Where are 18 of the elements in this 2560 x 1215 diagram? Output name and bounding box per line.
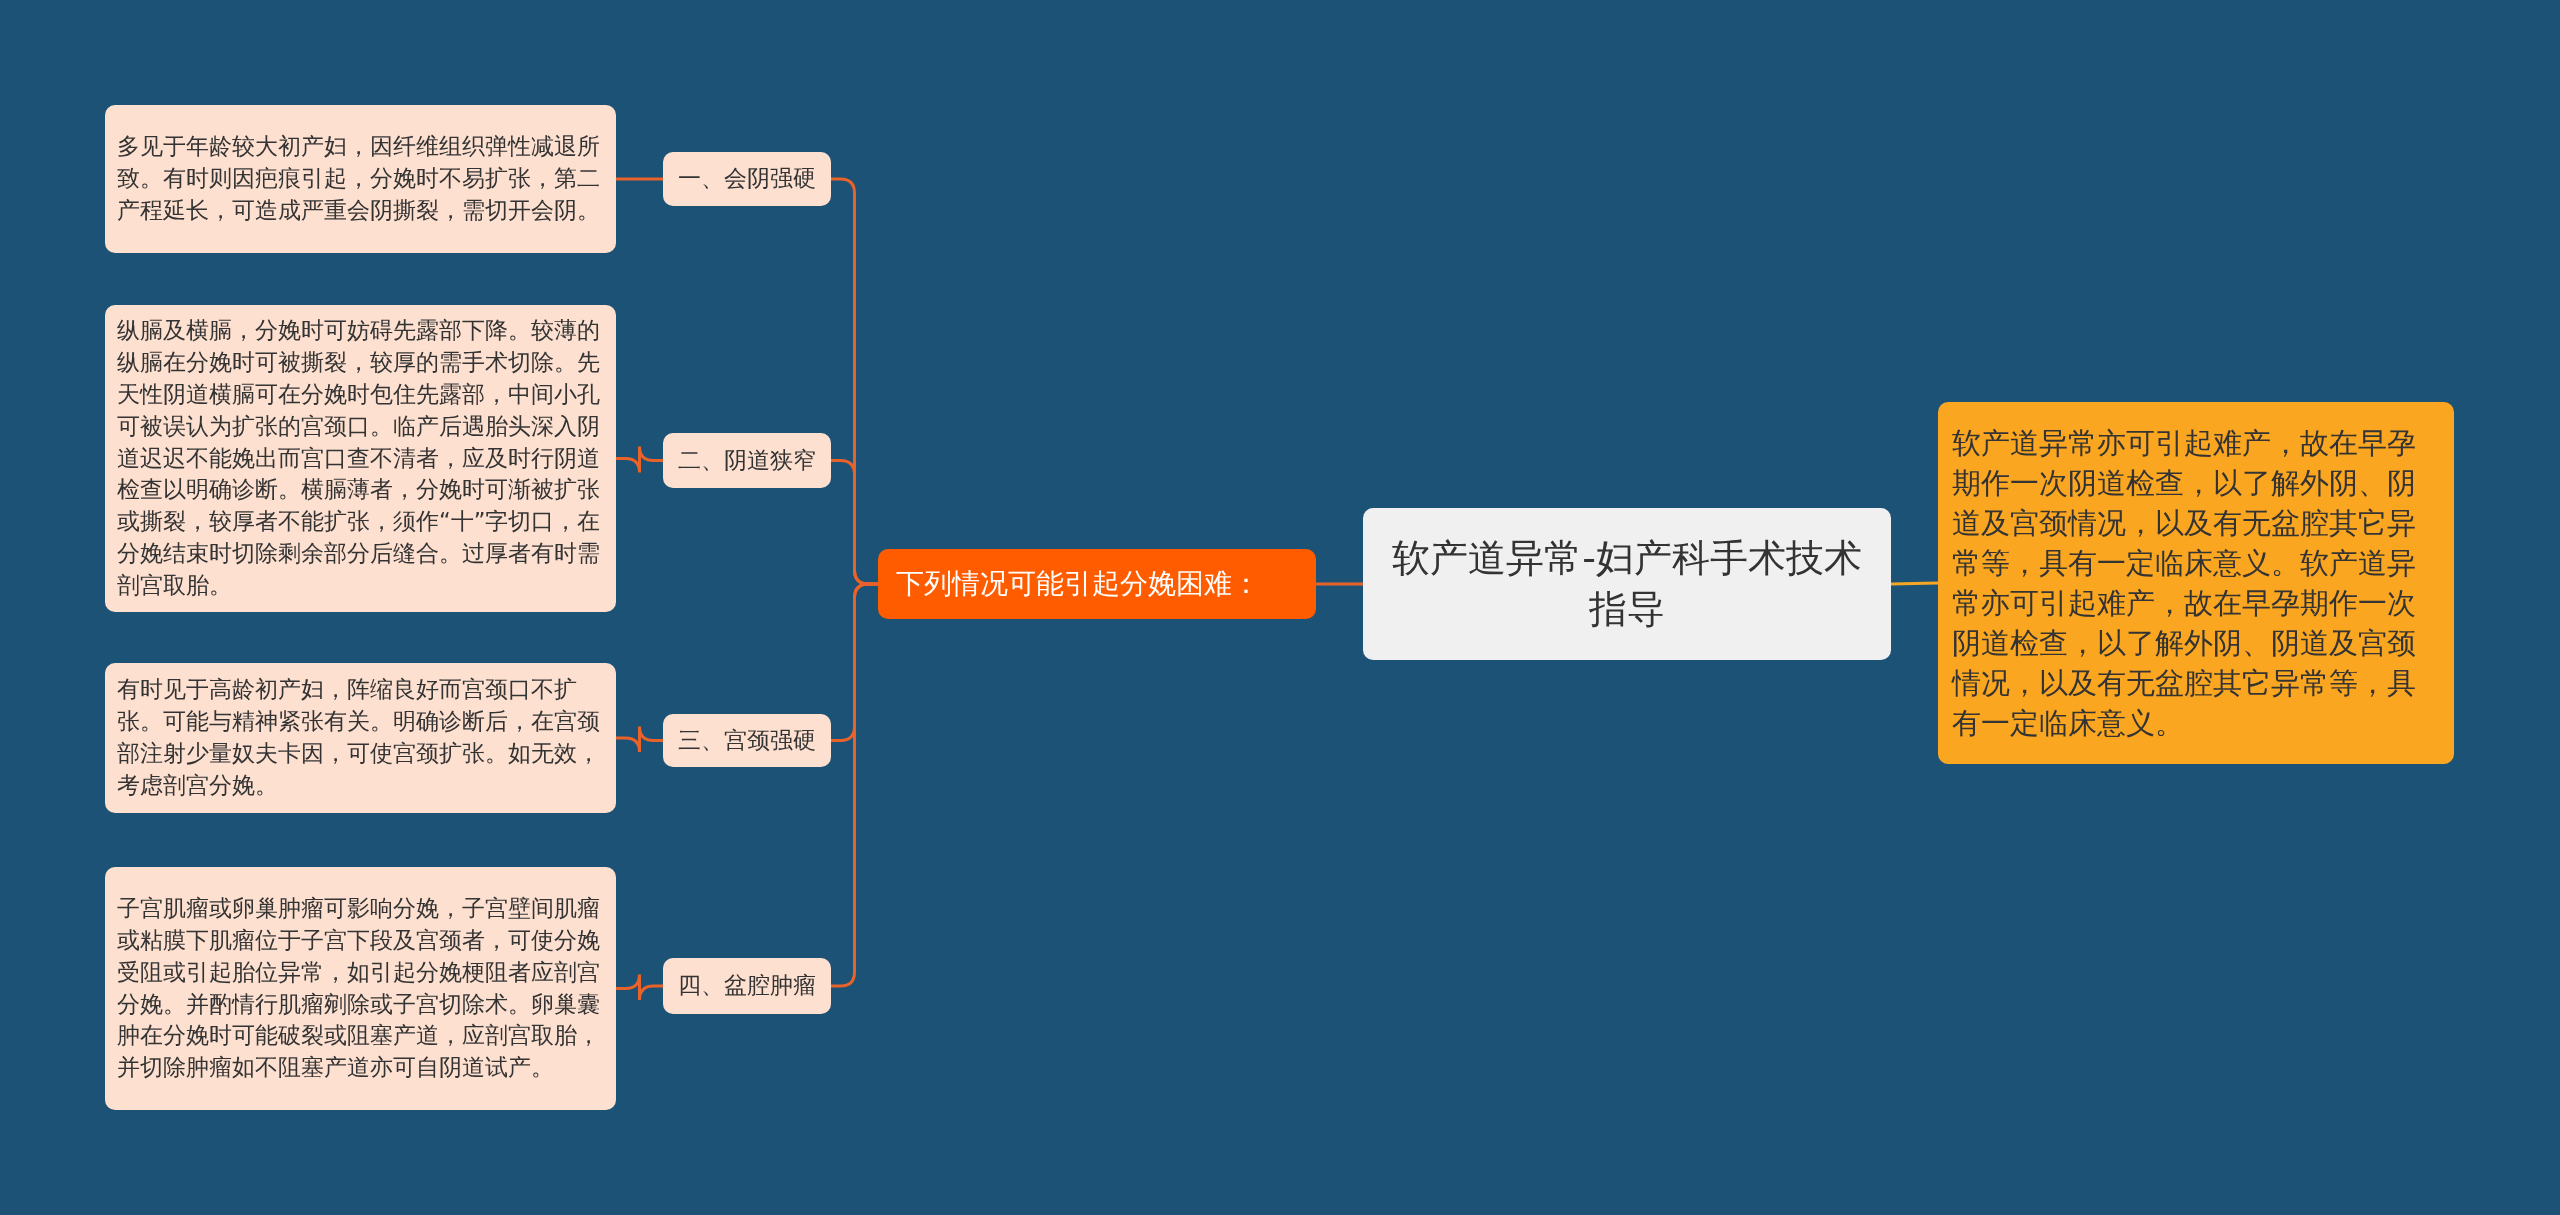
note-box: 软产道异常亦可引起难产，故在早孕期作一次阴道检查，以了解外阴、阴道及宫颈情况，以及有无盆腔其它异常等，具有一定临床意义。软产道异常亦可引起难产，故在早孕期作一次阴道检查，以了解外阴、阴道及宫颈情况，以及有无盆腔其它异常等，具有一定临床意义。	[1938, 402, 2454, 764]
connector-line	[1890, 581, 1939, 586]
connector-line	[616, 177, 663, 181]
detail-box: 有时见于高龄初产妇，阵缩良好而宫颈口不扩张。可能与精神紧张有关。明确诊断后，在宫颈部注射少量奴夫卡因，可使宫颈扩张。如无效，考虑剖宫分娩。	[105, 663, 616, 813]
detail-box: 纵膈及横膈，分娩时可妨碍先露部下降。较薄的纵膈在分娩时可被撕裂，较厚的需手术切除。先天性阴道横膈可在分娩时包住先露部，中间小孔可被误认为扩张的宫颈口。临产后遇胎头深入阴道迟迟不能娩出而宫口查不清者，应及时行阴道检查以明确诊断。横膈薄者，分娩时可渐被扩张或撕裂，较厚者不能扩张，须作“十”字切口，在分娩结束时切除剩余部分后缝合。过厚者有时需剖宫取胎。	[105, 305, 616, 612]
subtopic-box: 下列情况可能引起分娩困难：	[878, 549, 1316, 619]
branch-box: 二、阴道狭窄	[663, 433, 831, 488]
topic-box: 软产道异常-妇产科手术技术指导	[1363, 508, 1891, 660]
branch-box: 一、会阴强硬	[663, 152, 831, 206]
branch-box: 四、盆腔肿瘤	[663, 958, 831, 1014]
detail-box: 子宫肌瘤或卵巢肿瘤可影响分娩，子宫壁间肌瘤或粘膜下肌瘤位于子宫下段及宫颈者，可使分娩受阻或引起胎位异常，如引起分娩梗阻者应剖宫分娩。并酌情行肌瘤剜除或子宫切除术。卵巢囊肿在分娩时可能破裂或阻塞产道，应剖宫取胎，并切除肿瘤如不阻塞产道亦可自阴道试产。	[105, 867, 616, 1110]
connector-line	[616, 973, 663, 1002]
connector-line	[1316, 582, 1363, 586]
branch-box: 三、宫颈强硬	[663, 714, 831, 767]
connector-line	[616, 725, 663, 754]
detail-box: 多见于年龄较大初产妇，因纤维组织弹性减退所致。有时则因疤痕引起，分娩时不易扩张，第二产程延长，可造成严重会阴撕裂，需切开会阴。	[105, 105, 616, 253]
connector-line	[831, 582, 878, 988]
connector-line	[616, 445, 663, 474]
